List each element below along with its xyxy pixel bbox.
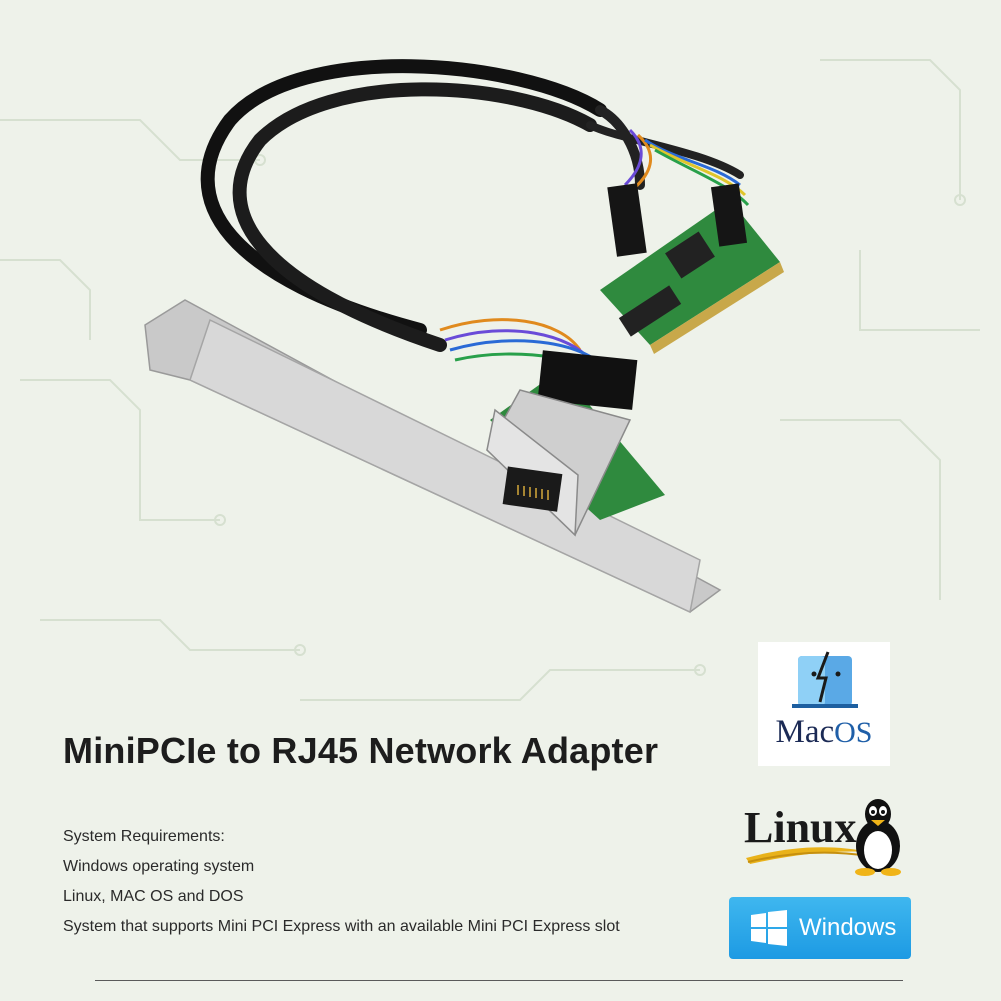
mac-finder-icon bbox=[792, 651, 858, 708]
mac-logo-os-text: OS bbox=[834, 716, 873, 749]
rj45-port bbox=[486, 389, 632, 537]
mini-pcie-card bbox=[600, 183, 784, 354]
linux-swoosh bbox=[746, 847, 870, 864]
bottom-divider bbox=[95, 980, 903, 981]
windows-logo-text: Windows bbox=[799, 914, 897, 941]
network-adapter-product-image bbox=[144, 59, 784, 614]
tux-penguin-icon bbox=[855, 799, 901, 876]
requirement-item: Windows operating system bbox=[63, 858, 255, 875]
linux-logo: Linux bbox=[740, 799, 910, 880]
requirement-item: Linux, MAC OS and DOS bbox=[63, 888, 244, 905]
requirements-heading: System Requirements: bbox=[63, 828, 225, 845]
windows-logo: Windows bbox=[729, 897, 911, 959]
linux-logo-text: Linux bbox=[744, 803, 857, 852]
cable-bundle bbox=[200, 59, 744, 352]
system-requirements-list: System Requirements: Windows operating s… bbox=[63, 822, 620, 942]
mac-os-logo: MacOS bbox=[758, 642, 890, 766]
product-title: MiniPCIe to RJ45 Network Adapter bbox=[63, 730, 659, 771]
windows-flag-icon bbox=[751, 910, 787, 946]
mac-logo-text: Mac bbox=[775, 714, 835, 750]
requirement-item: System that supports Mini PCI Express wi… bbox=[63, 918, 620, 935]
